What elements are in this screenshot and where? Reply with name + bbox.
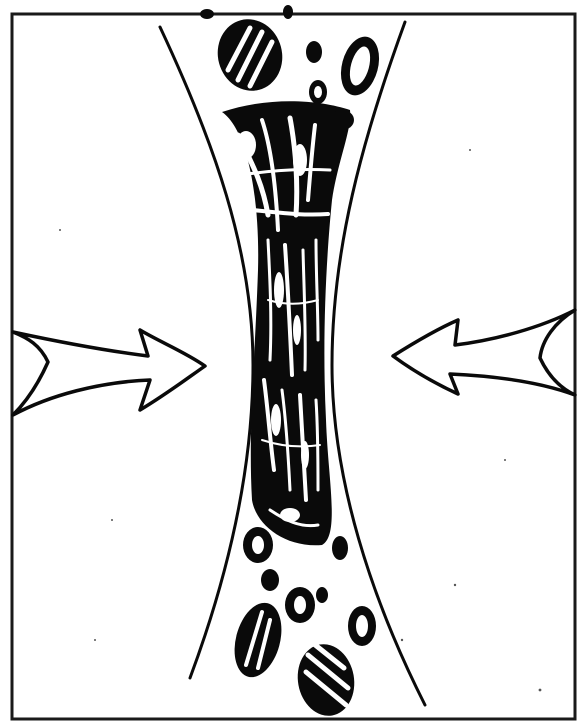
fragment-oval-7	[243, 527, 273, 563]
fragment-oval-5	[348, 606, 376, 646]
speck-6	[261, 569, 279, 591]
speck-1	[200, 9, 214, 19]
speck-2	[283, 5, 293, 19]
fragment-oval-6	[285, 587, 315, 623]
speck-8	[332, 536, 348, 560]
speck-4b	[314, 86, 322, 98]
arrow-left-icon	[393, 310, 575, 395]
speck-5	[330, 110, 354, 130]
speck-3	[306, 41, 322, 63]
speck-7	[316, 587, 328, 603]
arrow-right-icon	[13, 330, 205, 415]
